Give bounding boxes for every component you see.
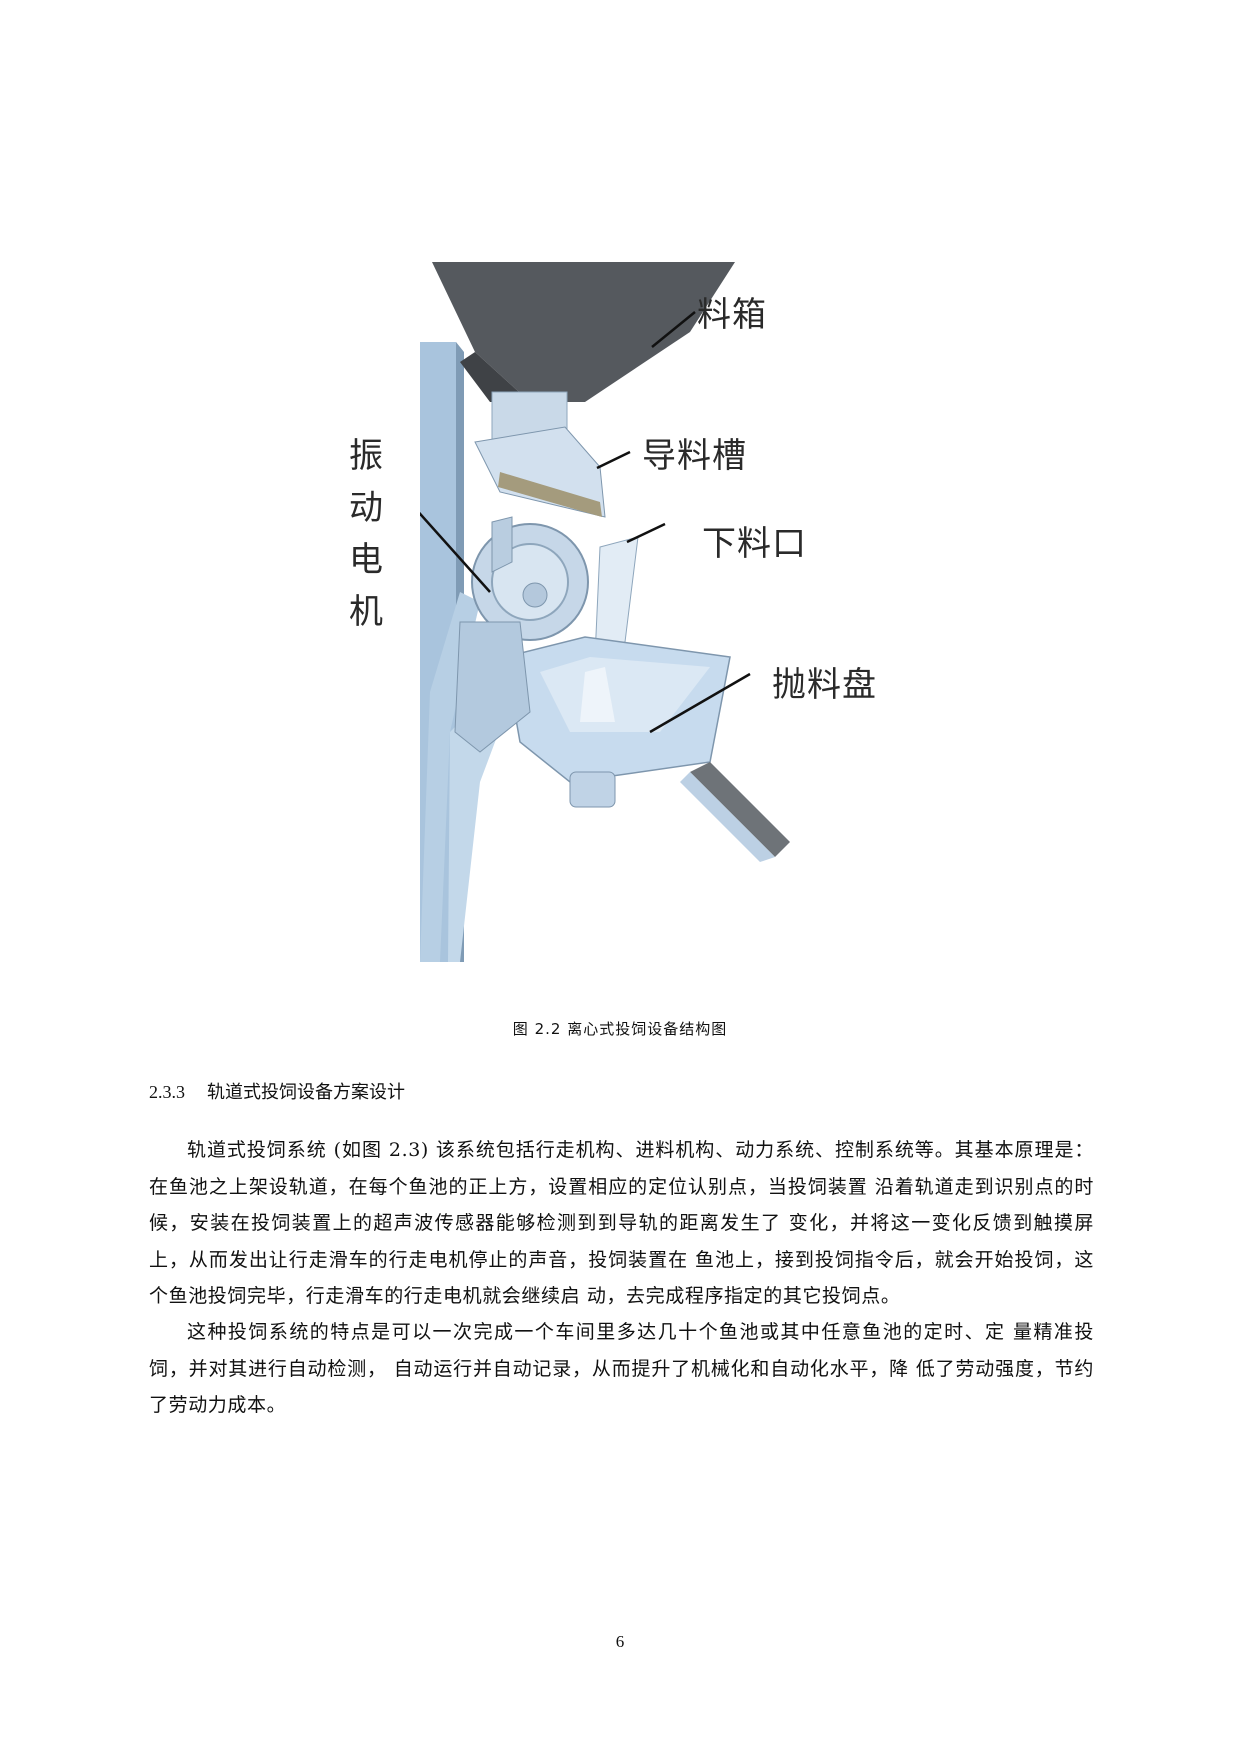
hopper (432, 262, 735, 402)
label-throwing-disc: 抛料盘 (772, 665, 877, 705)
label-vibration-motor: 振动电机 (349, 436, 383, 632)
hopper-inner (460, 352, 530, 402)
label-outlet: 下料口 (702, 524, 807, 564)
centrifugal-feeder-diagram (404, 262, 890, 962)
leader-outlet (626, 522, 666, 544)
section-number: 2.3.3 (149, 1082, 185, 1102)
leader-motor (404, 496, 491, 593)
figure-caption: 图 2.2 离心式投饲设备结构图 (512, 1020, 728, 1038)
frame-beam (420, 592, 480, 962)
rail-top (680, 772, 775, 862)
body-paragraph: 这种投饲系统的特点是可以一次完成一个车间里多达几十个鱼池或其中任意鱼池的定时、定… (149, 1321, 1094, 1416)
frame-beam-2 (448, 682, 510, 962)
motor-bracket (491, 516, 513, 573)
base-block (454, 621, 531, 753)
leader-disc (649, 672, 751, 734)
section-heading: 2.3.3 轨道式投饲设备方案设计 (149, 1078, 405, 1104)
disc-outlet (569, 771, 616, 808)
rail (690, 762, 790, 857)
leader-trough (596, 450, 631, 470)
disc-cone (580, 667, 615, 722)
motor-hub (522, 582, 548, 608)
label-hopper: 料箱 (697, 295, 767, 335)
page-number: 6 (615, 1632, 625, 1651)
section-title: 轨道式投饲设备方案设计 (207, 1082, 405, 1103)
trough-bed (498, 472, 602, 517)
feeder-structure-illustration (404, 262, 790, 962)
leader-hopper (651, 311, 696, 348)
label-guide-trough: 导料槽 (642, 436, 747, 476)
body-paragraph: 轨道式投饲系统 (如图 2.3) 该系统包括行走机构、进料机构、动力系统、控制系… (149, 1139, 1094, 1307)
